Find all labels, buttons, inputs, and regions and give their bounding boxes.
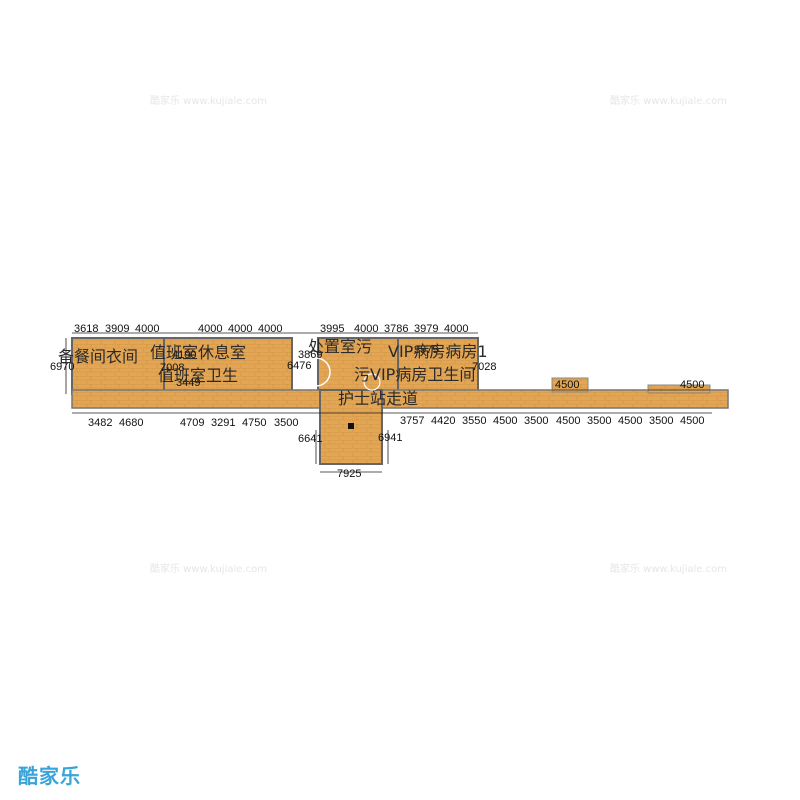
dims-bottom: 3482 4680 4709 3291 4750 3500 3757 4420 … [88, 415, 704, 429]
nurse-station-marker [348, 423, 354, 429]
dim-bottom: 4500 [556, 415, 580, 427]
dim-top: 4000 [135, 323, 159, 335]
watermark: 酷家乐 www.kujiale.com [150, 96, 267, 107]
dim-height: 6970 [50, 361, 74, 373]
room-label: 处置室污 [308, 337, 372, 356]
dim-bottom: 4709 [180, 417, 204, 429]
dim-bottom: 4500 [618, 415, 642, 427]
dim-bottom: 3482 [88, 417, 112, 429]
door-arc [301, 357, 331, 387]
dim-annex-bottom: 7925 [337, 468, 361, 480]
dim-top: 3995 [320, 323, 344, 335]
dim-top: 3979 [414, 323, 438, 335]
dim-top: 3618 [74, 323, 98, 335]
dim-bottom: 4500 [680, 415, 704, 427]
dim-bottom: 4500 [493, 415, 517, 427]
dim-annex-right: 6941 [378, 432, 402, 444]
dim-bottom: 3550 [462, 415, 486, 427]
dim-top: 3909 [105, 323, 129, 335]
corridor [71, 389, 729, 409]
dim-top: 4000 [354, 323, 378, 335]
dim-bottom: 4750 [242, 417, 266, 429]
dim-inner: 3979 [414, 344, 438, 356]
dim-bottom: 3757 [400, 415, 424, 427]
dim-top: 4000 [228, 323, 252, 335]
room-label: 值班室卫生 [158, 366, 238, 385]
room-duty [163, 337, 293, 395]
room-label: 备餐间衣间 [58, 347, 138, 366]
dim-inner: 3449 [176, 377, 200, 389]
room-label: 污VIP病房卫生间 [354, 365, 475, 384]
room-canteen [71, 337, 165, 395]
dim-inner: 3869 [298, 349, 322, 361]
dim-annex-left: 6641 [298, 433, 322, 445]
dim-bottom: 3500 [524, 415, 548, 427]
room-label: 护士站走道 [338, 389, 418, 408]
dim-top: 3786 [384, 323, 408, 335]
dim-bottom: 3500 [649, 415, 673, 427]
dim-top: 4000 [198, 323, 222, 335]
brand-logo: 酷家乐 [18, 764, 81, 788]
dim-inner: 6476 [287, 360, 311, 372]
dim-bottom: 3291 [211, 417, 235, 429]
watermark: 酷家乐 www.kujiale.com [150, 564, 267, 575]
room-east-1 [551, 377, 589, 393]
room-vip [397, 337, 479, 395]
dims-inner: 6970 4190 7008 3449 3869 6476 3979 7028 … [50, 344, 704, 391]
dim-bottom: 3500 [587, 415, 611, 427]
dim-bottom: 4680 [119, 417, 143, 429]
dim-top: 4000 [444, 323, 468, 335]
watermark: 酷家乐 www.kujiale.com [610, 96, 727, 107]
room-labels: 备餐间衣间 值班室休息室 值班室卫生 处置室污 VIP病房病房1 污VIP病房卫… [58, 337, 488, 408]
dim-bottom: 3500 [274, 417, 298, 429]
dim-top: 4000 [258, 323, 282, 335]
door-arc [363, 373, 381, 391]
dim-inner: 7028 [472, 361, 496, 373]
dimension-lines [65, 332, 712, 473]
dim-bottom: 4420 [431, 415, 455, 427]
dim-inner: 4500 [680, 379, 704, 391]
dim-inner: 4500 [555, 379, 579, 391]
room-label: VIP病房病房1 [388, 342, 488, 361]
dims-top: 3618 3909 4000 4000 4000 4000 3995 4000 … [74, 323, 468, 335]
floor-areas [71, 337, 729, 465]
watermark: 酷家乐 www.kujiale.com [610, 564, 727, 575]
room-east-2 [647, 384, 711, 394]
dim-inner: 4190 [172, 349, 196, 361]
dim-inner: 7008 [160, 362, 184, 374]
room-label: 值班室休息室 [150, 343, 246, 362]
dims-annex: 6641 6941 7925 [298, 432, 402, 480]
